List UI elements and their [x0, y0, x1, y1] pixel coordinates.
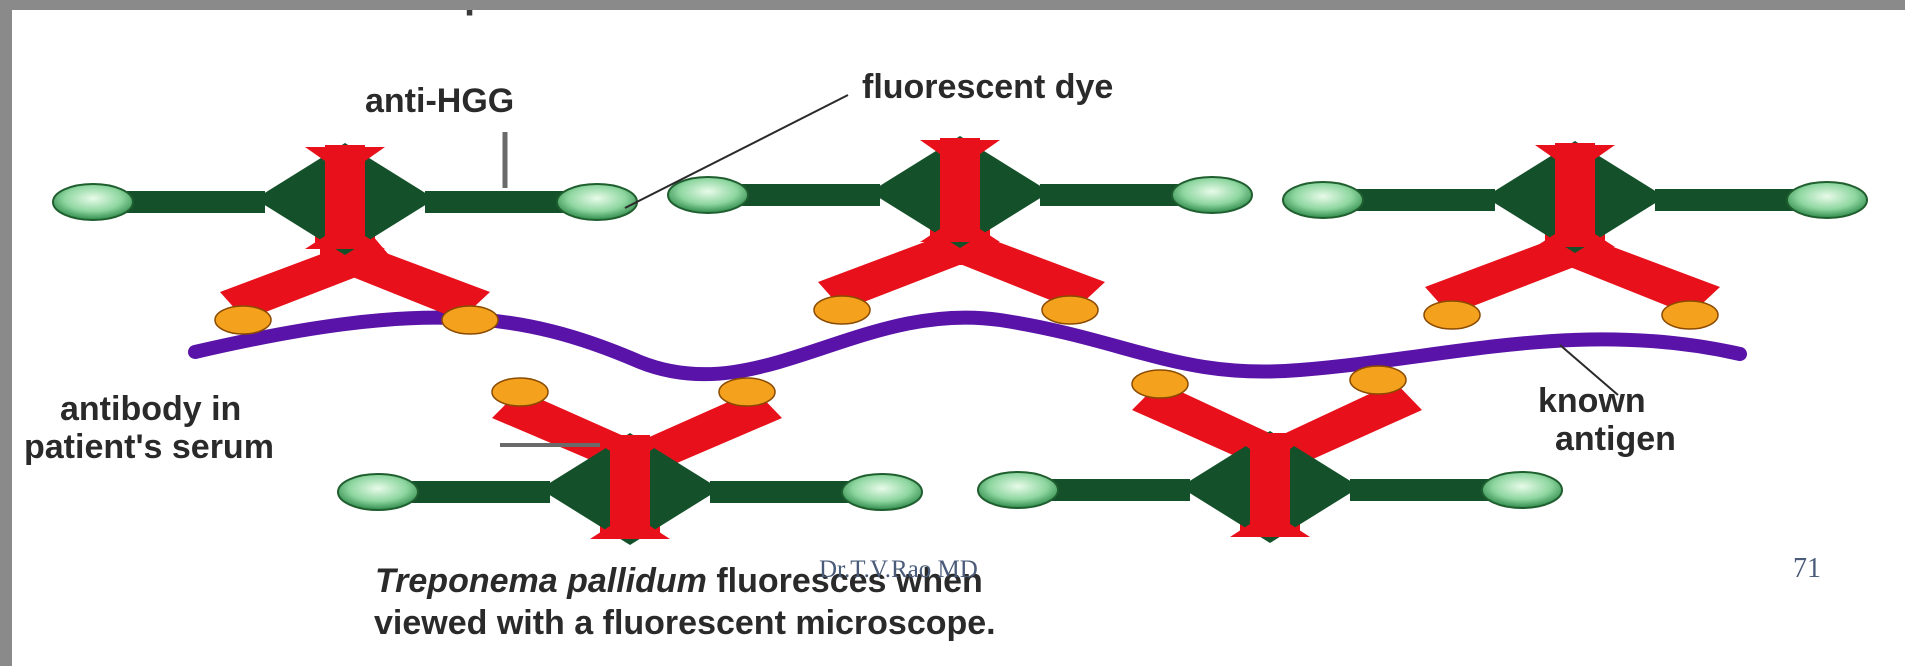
lower-complex-2: [978, 366, 1562, 543]
upper-complex-2: [668, 136, 1252, 324]
fluorescent-dye-label: fluorescent dye: [862, 68, 1113, 107]
slide-number: 71: [1793, 553, 1821, 585]
lower-complex-1: [338, 378, 922, 545]
anti-hgg-label: anti-HGG: [365, 82, 514, 121]
slide-frame-left: [0, 0, 12, 666]
known-antigen-label-line2: antigen: [1555, 420, 1676, 459]
known-antigen-wave: [195, 318, 1740, 375]
upper-complex-3: [1283, 141, 1867, 329]
caption-italic: Treponema pallidum: [375, 562, 707, 600]
upper-complex-1: [53, 143, 637, 334]
antibody-label-line1: antibody in: [60, 390, 241, 429]
known-antigen-label-line1: known: [1538, 382, 1646, 421]
slide-frame-top: [0, 0, 1905, 10]
antibody-label-line2: patient's serum: [24, 428, 274, 467]
caption-line2: viewed with a fluorescent microscope.: [374, 604, 996, 643]
footer-author: Dr.T.V.Rao MD: [819, 556, 978, 584]
